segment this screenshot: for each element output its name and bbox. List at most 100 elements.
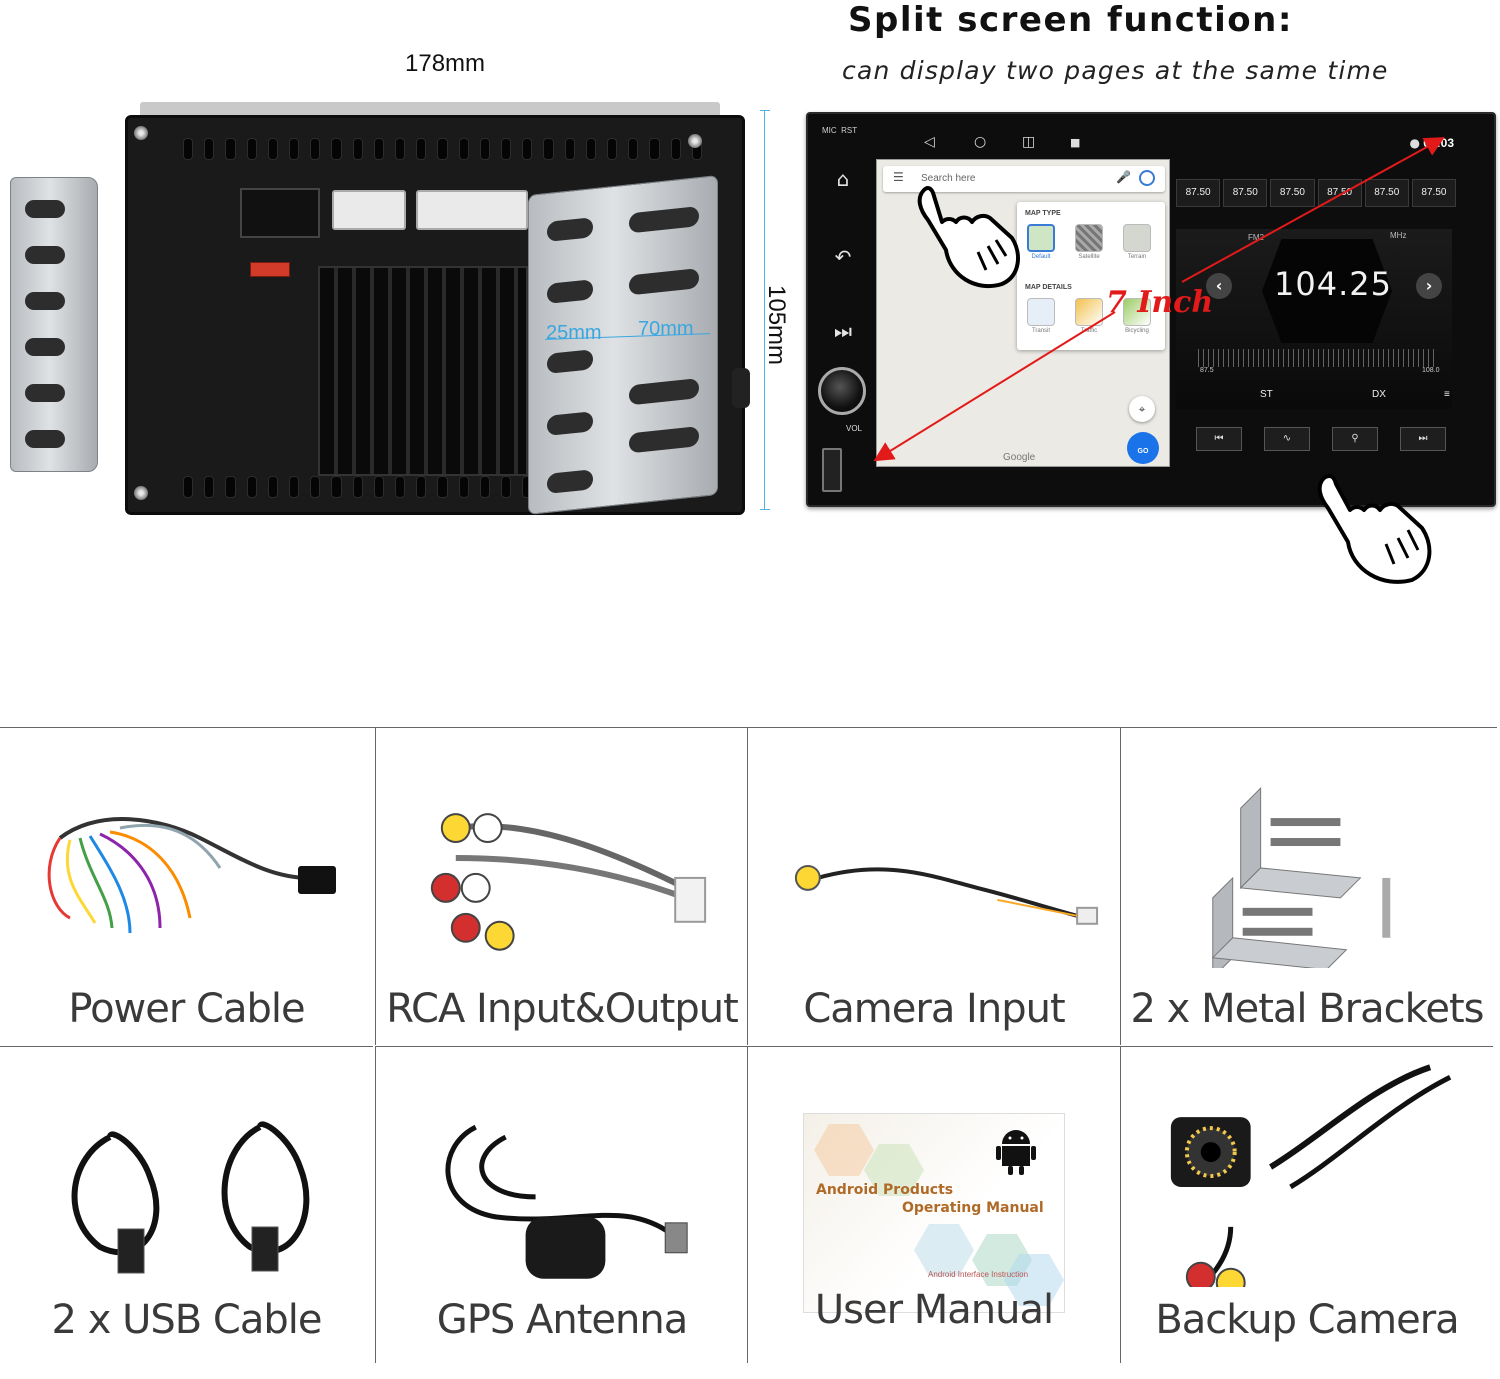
side-knob — [732, 368, 750, 408]
accessory-cell: Camera Input — [747, 728, 1120, 1045]
right-mounting-bracket — [528, 175, 718, 515]
manual-title-line1: Android Products — [816, 1182, 954, 1198]
feature-subtitle: can display two pages at the same time — [842, 56, 1389, 85]
white-connector — [332, 190, 406, 230]
equalizer-icon[interactable]: ≡ — [1444, 389, 1450, 400]
go-button[interactable]: GO — [1127, 432, 1159, 464]
map-search-input[interactable]: Search here — [921, 173, 976, 184]
menu-icon[interactable]: ☰ — [893, 170, 904, 184]
feature-title: Split screen function: — [848, 0, 1293, 40]
accessory-cell: GPS Antenna — [375, 1046, 748, 1363]
nav-back-icon[interactable]: ◁ — [924, 134, 935, 150]
backup-camera-image — [1170, 1064, 1452, 1287]
manual-footer: Android Interface Instruction — [928, 1270, 1029, 1279]
accessory-cell: Power Cable — [0, 728, 373, 1045]
power-cable-image — [47, 817, 336, 934]
signal-icon[interactable]: ∿ — [1264, 427, 1310, 451]
frequency-hexagon — [1262, 239, 1392, 343]
fuse — [250, 262, 290, 277]
preset-button[interactable]: 87.50 — [1270, 179, 1315, 207]
side-button-panel: MIC RST ⌂ ↶ ⏭ VOL — [808, 114, 872, 505]
map-type-satellite[interactable]: Satellite — [1069, 224, 1109, 260]
split-screen-icon[interactable]: ◫ — [1022, 134, 1036, 150]
preset-button[interactable]: 87.50 — [1176, 179, 1221, 207]
tune-up-icon[interactable]: › — [1416, 273, 1442, 299]
preset-button[interactable]: 87.50 — [1364, 179, 1409, 207]
user-manual-image: Android Products Operating Manual Androi… — [803, 1113, 1065, 1313]
location-pin-icon: ● — [1409, 136, 1420, 150]
map-detail-bicycling[interactable]: Bicycling — [1117, 298, 1157, 334]
tap-hand-icon — [1317, 474, 1432, 584]
accessory-label: GPS Antenna — [436, 1297, 688, 1343]
tuning-scale[interactable] — [1198, 349, 1438, 367]
screen-diagonal-arrow — [873, 137, 1445, 462]
accessory-label: Backup Camera — [1155, 1297, 1459, 1343]
accessory-label: Power Cable — [68, 986, 305, 1032]
white-connector — [416, 190, 528, 230]
top-vent-row — [183, 138, 703, 160]
rst-label: RST — [841, 126, 858, 135]
map-layers-menu: MAP TYPE Default Satellite Terrain MAP D… — [1017, 202, 1165, 350]
height-dimension-line — [760, 110, 770, 510]
volume-knob[interactable] — [818, 367, 866, 415]
accessory-label: Camera Input — [803, 986, 1065, 1032]
map-detail-traffic[interactable]: Traffic — [1069, 298, 1109, 334]
accessory-cell: Backup Camera — [1120, 1046, 1493, 1363]
previous-icon[interactable]: ⏮ — [1196, 427, 1242, 451]
preset-row: 87.50 87.50 87.50 87.50 87.50 87.50 — [1176, 179, 1457, 207]
width-dimension-label: 178mm — [405, 50, 486, 77]
scale-min-label: 87.5 — [1200, 367, 1214, 374]
search-icon[interactable]: ⚲ — [1332, 427, 1378, 451]
accessories-grid: Power Cable RCA Input&Output Camera Inpu… — [0, 727, 1497, 1379]
accessory-cell: 2 x USB Cable — [0, 1046, 373, 1363]
screenshot-icon[interactable]: ■ — [1070, 136, 1081, 149]
back-icon[interactable]: ↶ — [834, 245, 852, 269]
usb-cable-image — [71, 1121, 310, 1274]
radio-controls: ⏮ ∿ ⚲ ⏭ — [1196, 427, 1446, 451]
android-icon — [996, 1130, 1036, 1175]
preset-button[interactable]: 87.50 — [1223, 179, 1268, 207]
my-location-icon[interactable]: ⌖ — [1129, 396, 1155, 422]
harness-bay — [318, 266, 528, 476]
nav-home-icon[interactable]: ○ — [974, 134, 987, 150]
accessory-cell: 2 x Metal Brackets — [1120, 728, 1493, 1045]
screw-icon — [134, 486, 148, 500]
depth-a-label: 25mm — [546, 322, 602, 344]
accessory-cell: Android Products Operating Manual Androi… — [747, 1046, 1120, 1363]
camera-input-cable-image — [794, 864, 1099, 925]
frequency-value: 104.25 — [1274, 265, 1392, 303]
accessory-label: 2 x Metal Brackets — [1130, 986, 1485, 1032]
unit-label: MHz — [1390, 231, 1407, 240]
tap-hand-icon — [917, 186, 1020, 289]
depth-b-label: 70mm — [638, 318, 694, 340]
chassis-top-plate — [140, 102, 720, 118]
preset-button[interactable]: 87.50 — [1411, 179, 1457, 207]
accessory-label: User Manual — [814, 1287, 1054, 1333]
map-type-heading: MAP TYPE — [1025, 210, 1061, 217]
band-label: FM2 — [1248, 233, 1264, 242]
iso-connector — [240, 188, 320, 238]
accessory-cell: RCA Input&Output — [375, 728, 748, 1045]
mic-icon[interactable]: 🎤 — [1116, 170, 1131, 184]
map-detail-transit[interactable]: Transit — [1021, 298, 1061, 334]
screw-icon — [134, 126, 148, 140]
next-icon[interactable]: ⏭ — [1400, 427, 1446, 451]
map-type-default[interactable]: Default — [1021, 224, 1061, 260]
accessory-label: RCA Input&Output — [386, 986, 739, 1032]
gps-antenna-image — [445, 1124, 688, 1279]
tune-down-icon[interactable]: ‹ — [1206, 273, 1232, 299]
rca-cable-image — [430, 813, 707, 951]
mic-label: MIC — [822, 126, 837, 135]
left-mounting-bracket — [10, 177, 98, 472]
map-type-terrain[interactable]: Terrain — [1117, 224, 1157, 260]
vol-label: VOL — [846, 424, 863, 433]
dx-toggle[interactable]: DX — [1372, 389, 1386, 400]
scale-max-label: 108.0 — [1422, 367, 1440, 374]
height-dimension-label: 105mm — [763, 285, 790, 366]
usb-port — [822, 448, 842, 492]
home-icon[interactable]: ⌂ — [836, 167, 850, 191]
account-icon[interactable] — [1139, 170, 1155, 186]
unit-rear-view: 178mm 105mm 25mm 70mm — [0, 40, 800, 540]
skip-forward-icon[interactable]: ⏭ — [834, 319, 852, 343]
stereo-toggle[interactable]: ST — [1260, 389, 1273, 400]
